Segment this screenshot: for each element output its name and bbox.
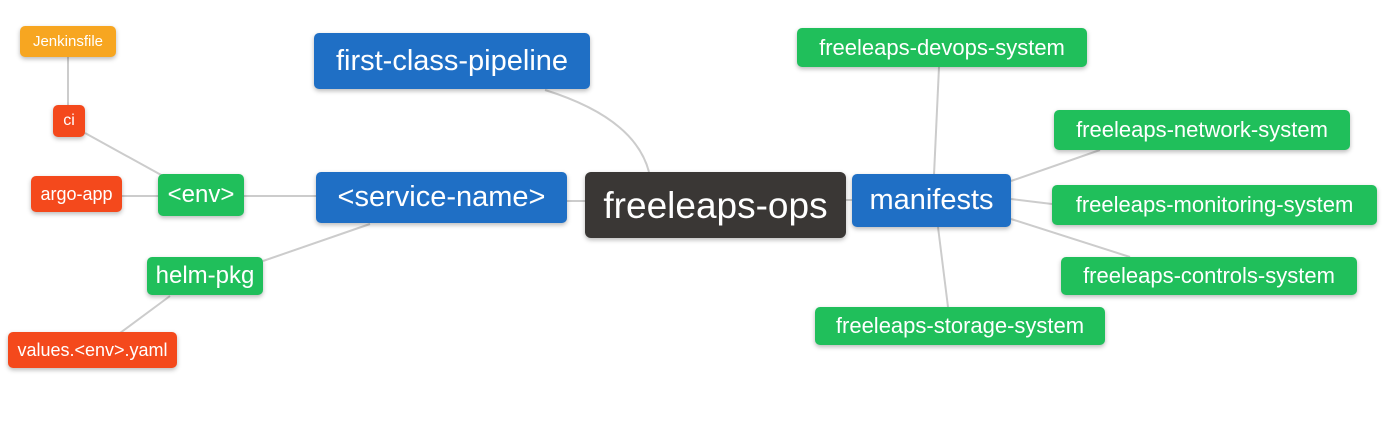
node-service-name[interactable]: <service-name> bbox=[316, 172, 567, 223]
edge-helm-pkg-service-name bbox=[262, 223, 371, 262]
edge-manifests-storage-system bbox=[937, 226, 949, 308]
edge-ci-env bbox=[84, 132, 164, 177]
edge-manifests-devops-system bbox=[933, 66, 940, 176]
edge-manifests-network-system bbox=[1010, 149, 1101, 182]
node-freeleaps-controls-system[interactable]: freeleaps-controls-system bbox=[1061, 257, 1357, 295]
node-freeleaps-ops[interactable]: freeleaps-ops bbox=[585, 172, 846, 238]
node-freeleaps-monitoring-system[interactable]: freeleaps-monitoring-system bbox=[1052, 185, 1377, 225]
node-helm-pkg[interactable]: helm-pkg bbox=[147, 257, 263, 295]
node-values-env-yaml[interactable]: values.<env>.yaml bbox=[8, 332, 177, 368]
node-manifests[interactable]: manifests bbox=[852, 174, 1011, 227]
edge-manifests-controls-system bbox=[1010, 218, 1131, 258]
node-first-class-pipeline[interactable]: first-class-pipeline bbox=[314, 33, 590, 89]
edge-manifests-monitoring-system bbox=[1010, 198, 1053, 205]
node-freeleaps-network-system[interactable]: freeleaps-network-system bbox=[1054, 110, 1350, 150]
edge-pipeline-freeleaps-ops bbox=[544, 89, 650, 173]
edge-values-helm-pkg bbox=[119, 295, 171, 334]
node-freeleaps-devops-system[interactable]: freeleaps-devops-system bbox=[797, 28, 1087, 67]
node-freeleaps-storage-system[interactable]: freeleaps-storage-system bbox=[815, 307, 1105, 345]
node-ci[interactable]: ci bbox=[53, 105, 85, 137]
node-jenkinsfile[interactable]: Jenkinsfile bbox=[20, 26, 116, 57]
node-env[interactable]: <env> bbox=[158, 174, 244, 216]
node-argo-app[interactable]: argo-app bbox=[31, 176, 122, 212]
